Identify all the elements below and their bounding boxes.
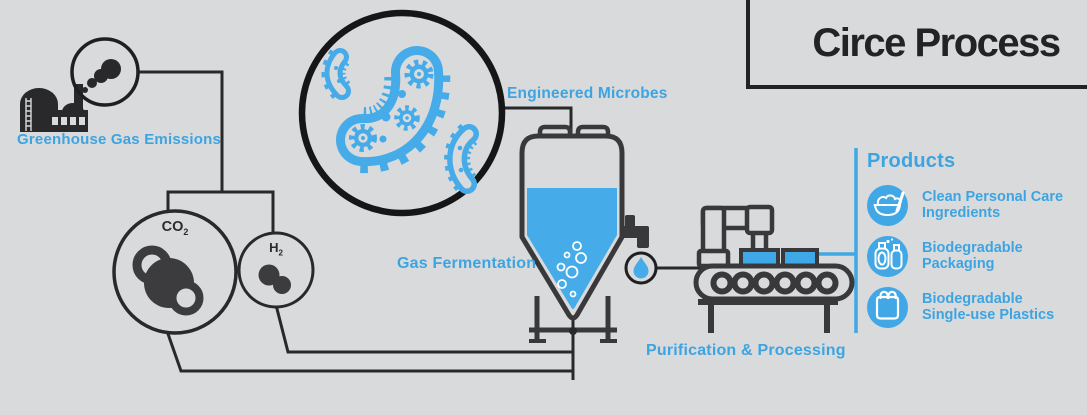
droplet-icon <box>633 257 649 279</box>
feed-junction-dot <box>569 327 577 335</box>
co2-molecule-icon <box>112 209 238 335</box>
belt-rollers <box>710 271 839 295</box>
faucet-icon <box>620 215 649 248</box>
bottles-icon <box>867 236 908 277</box>
connector-h2-tank <box>274 304 573 354</box>
tank-ports <box>537 124 611 135</box>
factory-ladder <box>25 98 32 131</box>
connector-emissions <box>138 70 224 192</box>
emissions-highlight-circle <box>70 37 140 107</box>
title-box: Circe Process <box>746 0 1087 89</box>
tank-bubbles <box>556 241 587 298</box>
gas-fermentation-label: Gas Fermentation <box>397 255 537 272</box>
microbe-small <box>444 123 479 194</box>
product-item: Biodegradable Packaging <box>867 236 1087 277</box>
gear-icon <box>394 105 420 131</box>
engineered-microbes-icon <box>298 9 506 217</box>
tank-liquid <box>527 188 617 309</box>
greenhouse-emissions-label: Greenhouse Gas Emissions <box>17 131 222 148</box>
microbe-small <box>321 48 352 100</box>
fermentation-tank-icon <box>519 124 705 343</box>
h2-molecule-icon <box>237 231 315 309</box>
product-item: Clean Personal Care Ingredients <box>867 185 1087 226</box>
page-title: Circe Process <box>812 21 1061 65</box>
product-item-label: Clean Personal Care Ingredients <box>922 189 1064 221</box>
product-item: Biodegradable Single-use Plastics <box>867 287 1087 328</box>
microbe-large <box>336 46 451 173</box>
plastic-bag-icon <box>867 287 908 328</box>
co2-label: CO2 <box>161 219 189 237</box>
factory-icon <box>20 37 140 132</box>
gear-icon <box>349 124 377 152</box>
connector-co2-tank <box>165 330 573 373</box>
smoke-icon <box>82 59 121 93</box>
products-heading: Products <box>867 150 956 172</box>
purification-processing-label: Purification & Processing <box>646 342 846 359</box>
products-section: Products Clean Personal Care Ingredients <box>867 150 1087 338</box>
conveyor-icon <box>693 204 855 333</box>
conveyor-table <box>698 299 838 333</box>
product-item-label: Biodegradable Packaging <box>922 240 1023 272</box>
cream-jar-icon <box>867 185 908 226</box>
connector-microbes-tank <box>500 106 573 133</box>
connector-lines <box>138 70 575 380</box>
engineered-microbes-label: Engineered Microbes <box>507 85 668 102</box>
robot-arm-icon <box>696 204 775 269</box>
h2-label: H2 <box>269 240 283 258</box>
gear-icon <box>404 59 434 89</box>
connector-split-co2-h2 <box>166 190 275 234</box>
product-item-label: Biodegradable Single-use Plastics <box>922 291 1055 323</box>
products-connectors <box>818 148 858 333</box>
factory-windows <box>52 117 85 125</box>
